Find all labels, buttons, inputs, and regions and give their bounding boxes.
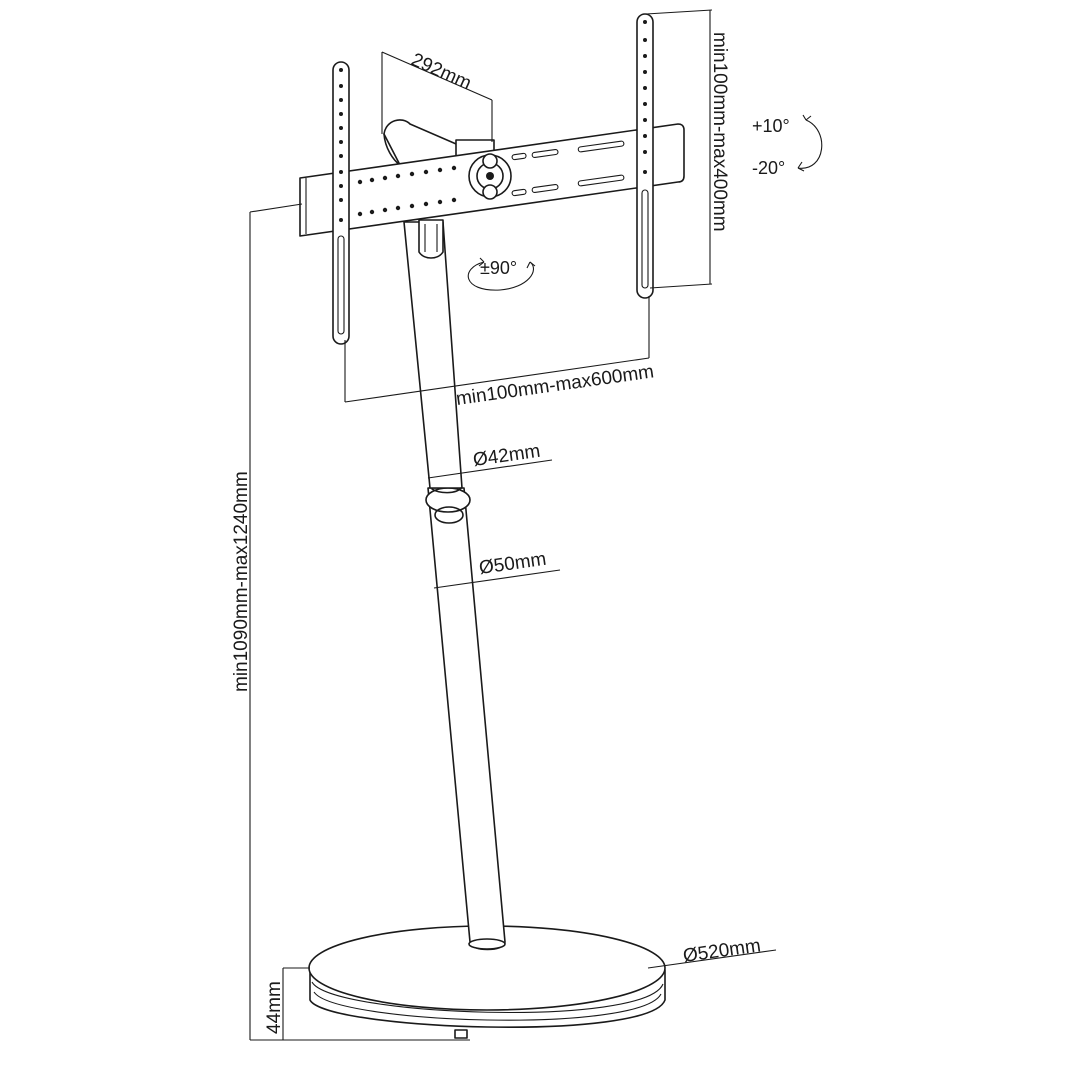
rotation-arrows [467,114,823,291]
plate-slots-right [511,140,625,197]
vesa-horizontal-label: min100mm-max600mm [455,361,656,410]
swivel-arrow-icon [467,261,535,291]
base-diameter-label: Ø520mm [682,935,762,967]
tilt-up-label: +10° [752,116,790,136]
lower-pole-label: Ø50mm [478,549,548,579]
dimension-lines [249,9,777,1041]
pivot-hub [468,153,512,200]
tilt-arrow-icon [797,119,823,169]
left-bracket [332,61,350,345]
horizontal-plate [299,123,685,237]
vesa-vertical-label: min100mm-max400mm [709,32,730,232]
depth-label: 292mm [408,49,474,94]
upper-pole-label: Ø42mm [472,441,542,471]
plate-holes-left [357,165,457,217]
right-bracket [636,13,654,299]
pole [403,221,506,951]
swivel-label: ±90° [480,258,517,278]
tilt-down-label: -20° [752,158,785,178]
height-label: min1090mm-max1240mm [231,471,252,692]
base-height-label: 44mm [264,981,285,1034]
